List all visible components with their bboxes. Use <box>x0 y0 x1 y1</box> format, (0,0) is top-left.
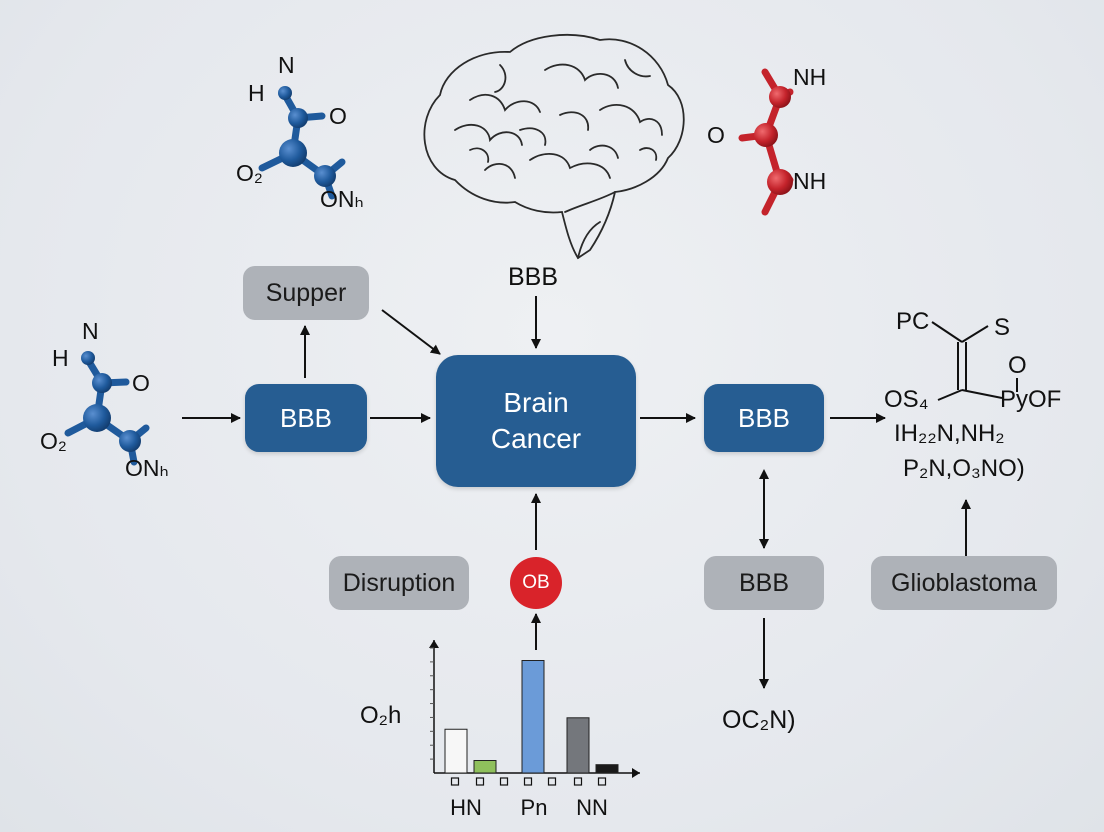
disruption-node: Disruption <box>329 556 469 610</box>
brain-cancer-node: Brain Cancer <box>436 355 636 487</box>
atom-h-label: H <box>52 345 69 371</box>
x-tick-marker <box>499 777 509 786</box>
brain-bbb-label: BBB <box>508 263 559 291</box>
x-axis-arrow <box>632 768 640 778</box>
atom-nh-bottom-label: NH <box>793 168 827 194</box>
atom-onh-label: ONₕ <box>125 455 169 481</box>
atom-o-label: O <box>132 370 150 396</box>
y-axis-arrow <box>429 640 439 648</box>
atom-n-label: N <box>278 52 295 78</box>
x-tick-marker <box>450 777 460 786</box>
formula-line2: P₂N,O₃NO) <box>903 455 1025 482</box>
ob-node: OB <box>510 557 562 609</box>
brain-cancer-line1: Brain <box>503 387 569 418</box>
bbb-left-node: BBB <box>245 384 367 452</box>
atom-n-label: N <box>82 318 99 344</box>
arrow-supper-to-center <box>381 309 441 355</box>
atom-onh-label: ONₕ <box>320 186 364 212</box>
supper-node-label: Supper <box>265 278 347 307</box>
atom-h-label: H <box>248 80 265 106</box>
x-tick-marker <box>547 777 557 786</box>
bar <box>521 660 545 774</box>
molecule-left <box>64 351 150 466</box>
bbb-left-node-label: BBB <box>279 402 333 433</box>
formula-pc: PC <box>896 308 930 335</box>
oc2n-label: OC₂N) <box>722 706 796 734</box>
atom-o2-label: O₂ <box>40 428 67 454</box>
formula-line1: IH₂₂N,NH₂ <box>894 420 1005 447</box>
glioblastoma-node-label: Glioblastoma <box>891 568 1037 597</box>
atom-o2-label: O₂ <box>236 160 263 186</box>
bar <box>473 760 497 774</box>
glioblastoma-node: Glioblastoma <box>871 556 1057 610</box>
structural-formula-bonds <box>931 321 1018 401</box>
brain-cancer-line2: Cancer <box>490 423 582 454</box>
x-tick-marker <box>475 777 485 786</box>
bar <box>444 728 468 774</box>
x-tick-marker <box>523 777 533 786</box>
bar <box>566 717 590 774</box>
formula-s: S <box>994 314 1011 341</box>
formula-o: O <box>1008 352 1027 379</box>
x-tick-marker <box>597 777 607 786</box>
formula-pyof: PyOF <box>1000 386 1062 413</box>
bar-chart: HN Pn NN <box>429 640 640 820</box>
molecule-red <box>738 68 794 216</box>
x-tick-label: HN <box>450 795 482 820</box>
chart-y-label: O₂h <box>360 702 402 729</box>
atom-nh-top-label: NH <box>793 64 827 90</box>
bbb-lower-node-label: BBB <box>738 568 790 597</box>
x-tick-label: NN <box>576 795 608 820</box>
bbb-lower-node: BBB <box>704 556 824 610</box>
disruption-node-label: Disruption <box>342 568 456 597</box>
bbb-right-node: BBB <box>704 384 824 452</box>
formula-os4: OS₄ <box>884 386 929 413</box>
x-tick-label: Pn <box>521 795 548 820</box>
bbb-right-node-label: BBB <box>737 402 791 433</box>
atom-o-label: O <box>329 103 347 129</box>
connector-arrows <box>182 296 971 689</box>
supper-node: Supper <box>243 266 369 320</box>
x-tick-marker <box>573 777 583 786</box>
ob-node-label: OB <box>522 572 550 593</box>
molecule-top-left <box>258 86 346 200</box>
brain-illustration <box>423 34 685 260</box>
atom-o-label: O <box>707 122 725 148</box>
bar <box>595 764 619 774</box>
